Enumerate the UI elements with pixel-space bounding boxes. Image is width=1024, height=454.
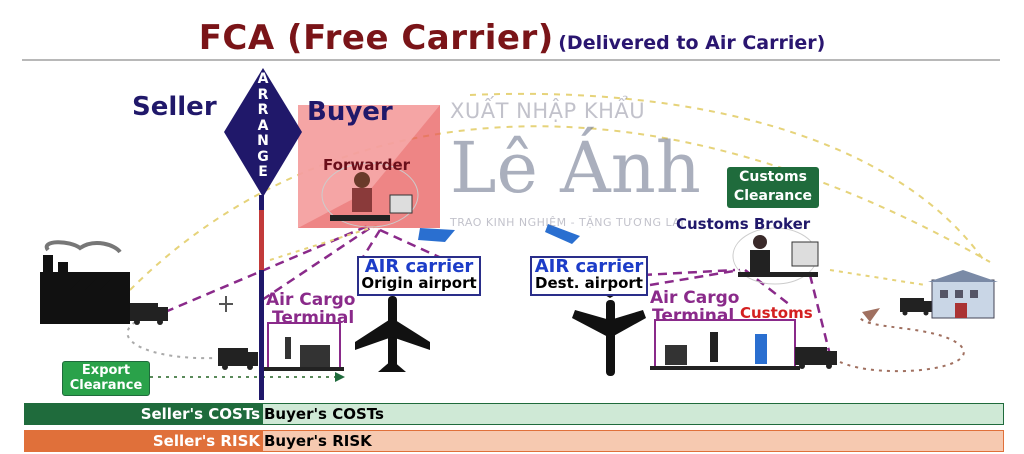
title-main: FCA (Free Carrier) [198, 18, 554, 58]
plane-icon-flying-1 [418, 228, 455, 242]
dash-terminal-forwarder [261, 226, 371, 302]
customs-clearance-line2: Clearance [733, 188, 813, 204]
terminal-right-line1: Air Cargo [650, 288, 740, 308]
warehouse-icon [928, 270, 998, 319]
factory-icon [40, 255, 130, 324]
air-carrier-origin-box: AIR carrier Origin airport [357, 256, 481, 296]
truck-icon-buyer [900, 298, 932, 316]
forwarder-icon [321, 162, 419, 228]
air-dest-line1: AIR carrier [534, 256, 644, 277]
dash-broker-truck [808, 274, 832, 356]
cross-icon [219, 296, 233, 312]
customs-broker-label: Customs Broker [676, 215, 811, 233]
export-clearance-line2: Clearance [69, 378, 143, 393]
seller-risk-fill [24, 430, 262, 452]
truck-icon-export [218, 348, 258, 370]
seller-risk-label: Seller's RISK [152, 432, 260, 450]
forwarder-label: Forwarder [323, 156, 411, 174]
air-dest-line2: Dest. airport [535, 274, 643, 292]
route-export [126, 321, 216, 360]
watermark-name: Lê Ánh [450, 127, 701, 209]
title-sub: (Delivered to Air Carrier) [558, 32, 826, 54]
title-divider [22, 59, 1000, 61]
terminal-right-line2: Terminal [652, 306, 735, 326]
buyer-costs-fill [262, 403, 1004, 425]
buyer-costs-label: Buyer's COSTs [264, 405, 384, 423]
watermark-tagline: TRAO KINH NGHIỆM - TẶNG TƯƠNG LAI [450, 216, 685, 229]
air-origin-line2: Origin airport [361, 274, 477, 292]
dot-terminal [269, 224, 381, 261]
arrange-label: ARRANGE [257, 71, 269, 180]
export-clearance-line1: Export [81, 363, 131, 378]
dash-seller-forwarder [164, 223, 371, 314]
customs-clearance-box: Customs Clearance [727, 167, 819, 208]
smoke-icon [44, 240, 122, 254]
buyer-risk-fill [262, 430, 1004, 452]
seller-costs-label: Seller's COSTs [140, 405, 260, 423]
plane-icon-flying-2 [545, 224, 580, 244]
dot-broker-buyer [829, 269, 926, 286]
dash-dest-broker [642, 268, 736, 277]
seller-label: Seller [132, 92, 217, 122]
air-origin-line1: AIR carrier [364, 256, 474, 277]
airplane-icon-origin [355, 296, 430, 372]
terminal-right-label: Air Cargo Terminal [650, 289, 739, 325]
airplane-icon-dest [572, 290, 646, 376]
export-clearance-box: Export Clearance [62, 361, 150, 396]
route-to-warehouse [839, 317, 965, 373]
customs-label: Customs [740, 304, 813, 322]
truck-icon-dest [795, 347, 837, 369]
route-arc [129, 125, 991, 291]
risk-bar: Seller's RISK Buyer's RISK [24, 430, 1004, 452]
dash-terminal-broker [649, 268, 741, 287]
customs-broker-icon [732, 227, 819, 285]
page-title: FCA (Free Carrier) (Delivered to Air Car… [0, 18, 1024, 58]
truck-icon-factory [130, 303, 168, 325]
terminal-left-line1: Air Cargo [266, 290, 356, 310]
air-carrier-dest-box: AIR carrier Dest. airport [530, 256, 648, 296]
watermark-top-text: XUẤT NHẬP KHẨU [450, 99, 646, 123]
costs-bar: Seller's COSTs Buyer's COSTs [24, 403, 1004, 425]
route-arc-2 [469, 92, 986, 263]
buyer-label: Buyer [307, 97, 393, 127]
seller-costs-fill [24, 403, 262, 425]
arrange-diamond [224, 68, 302, 197]
terminal-left-line2: Terminal [272, 308, 355, 328]
customs-clearance-line1: Customs [739, 169, 807, 185]
responsibility-divider [259, 195, 264, 400]
terminal-left-label: Air Cargo Terminal [266, 291, 355, 327]
dash-broker-customs [744, 269, 791, 306]
buyer-risk-label: Buyer's RISK [264, 432, 372, 450]
